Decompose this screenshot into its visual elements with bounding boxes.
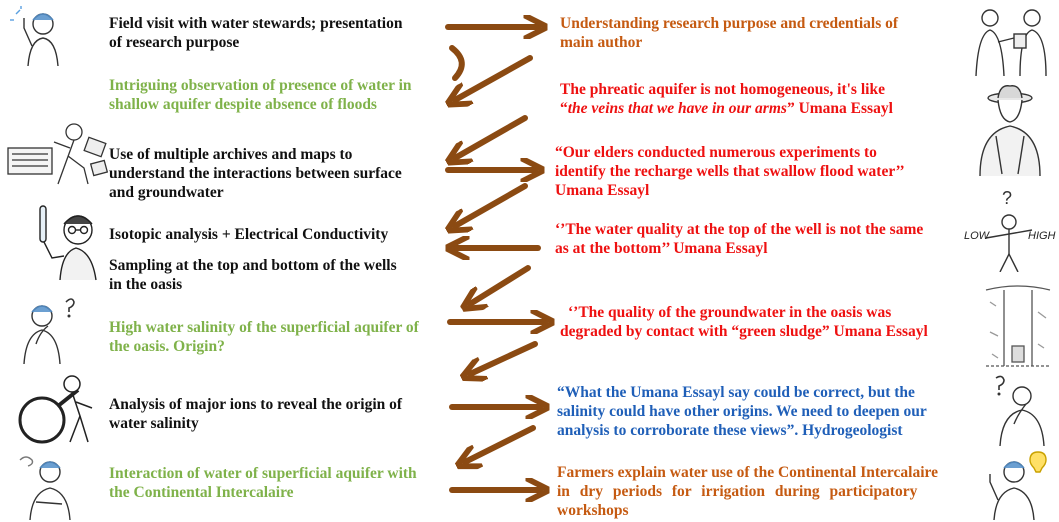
arrow-down-left-4	[470, 265, 531, 304]
arrow-down-left-2	[455, 115, 528, 158]
left-item-salinity: High water salinity of the superficial a…	[109, 319, 419, 355]
arrow-curve-back-1	[449, 45, 465, 81]
arrow-down-left-5	[470, 341, 538, 374]
high-label: HIGH	[1028, 230, 1056, 242]
left-item-major-ions: Analysis of major ions to reveal the ori…	[109, 396, 403, 432]
left-item-sampling: Sampling at the top and bottom of the we…	[109, 257, 397, 293]
person-raising-finger-icon	[10, 6, 59, 67]
confused-person-icon	[23, 298, 75, 365]
right-item-hydrogeologist: “What the Umana Essayl say could be corr…	[557, 384, 927, 439]
left-item-field-visit: Field visit with water stewards; present…	[109, 15, 403, 51]
right-item-water-quality: ‘’The water quality at the top of the we…	[555, 221, 924, 257]
right-item-research-purpose: Understanding research purpose and crede…	[560, 15, 899, 51]
question-mark-label: ?	[1002, 188, 1013, 208]
left-item-shallow-aquifer-observation: Intriguing observation of presence of wa…	[109, 77, 412, 113]
scientist-with-test-tube-icon	[39, 205, 97, 281]
balance-stick-figure-icon	[985, 214, 1033, 272]
arrow-down-left-1	[455, 55, 533, 100]
two-people-talking-icon	[975, 9, 1047, 76]
man-with-hat-icon	[979, 85, 1041, 176]
hydrogeologist-thinking-icon	[995, 375, 1045, 446]
magnifying-glass-person-icon	[18, 375, 93, 444]
low-high-balance-figure: ? LOW HIGH	[962, 188, 1056, 272]
left-item-interaction: Interaction of water of superficial aqui…	[109, 465, 417, 501]
thinking-person-icon	[19, 456, 71, 521]
low-label: LOW	[964, 230, 990, 242]
right-item-green-sludge: ‘’The quality of the groundwater in the …	[560, 304, 928, 340]
arrow-down-left-6	[465, 425, 536, 462]
right-item-farmers: Farmers explain water use of the Contine…	[557, 464, 938, 519]
person-with-idea-lightbulb-icon	[989, 451, 1047, 520]
right-item-phreatic-aquifer: The phreatic aquifer is not homogeneous,…	[560, 81, 893, 117]
person-with-documents-icon	[7, 123, 108, 185]
right-item-elders: “Our elders conducted numerous experimen…	[555, 144, 905, 199]
well-cross-section-icon	[985, 285, 1051, 367]
left-item-isotopic-analysis: Isotopic analysis + Electrical Conductiv…	[109, 226, 389, 243]
arrow-down-left-3	[455, 183, 528, 226]
left-item-archives-maps: Use of multiple archives and maps to und…	[109, 146, 402, 201]
